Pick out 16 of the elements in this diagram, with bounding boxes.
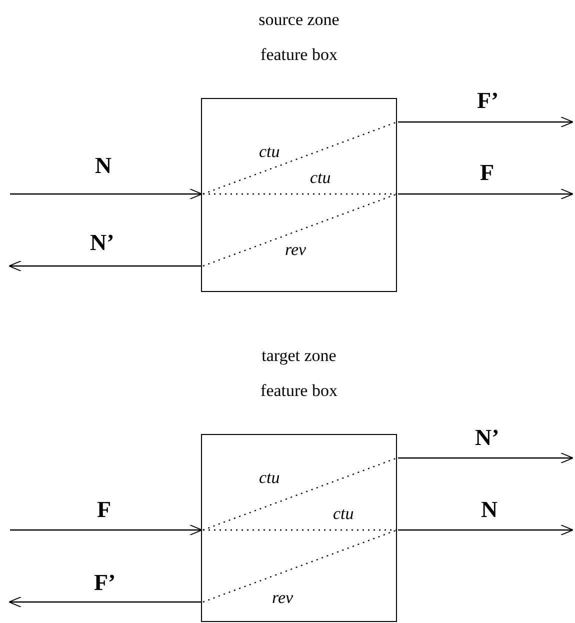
path-label: ctu [333,504,354,524]
box-heading: target zone feature box [260,345,338,402]
arrow [10,524,202,536]
path-label: ctu [310,168,331,188]
arrow [10,188,202,200]
arrow [398,452,574,464]
arrow [8,596,201,608]
arrow [398,116,574,128]
box-heading: source zone feature box [258,9,340,66]
path-label: rev [272,588,294,608]
arrow [398,524,574,536]
path-label: rev [285,240,306,260]
arrow [398,188,574,200]
arrow [8,260,201,272]
path-label: ctu [259,142,280,162]
path-label: ctu [259,468,280,488]
